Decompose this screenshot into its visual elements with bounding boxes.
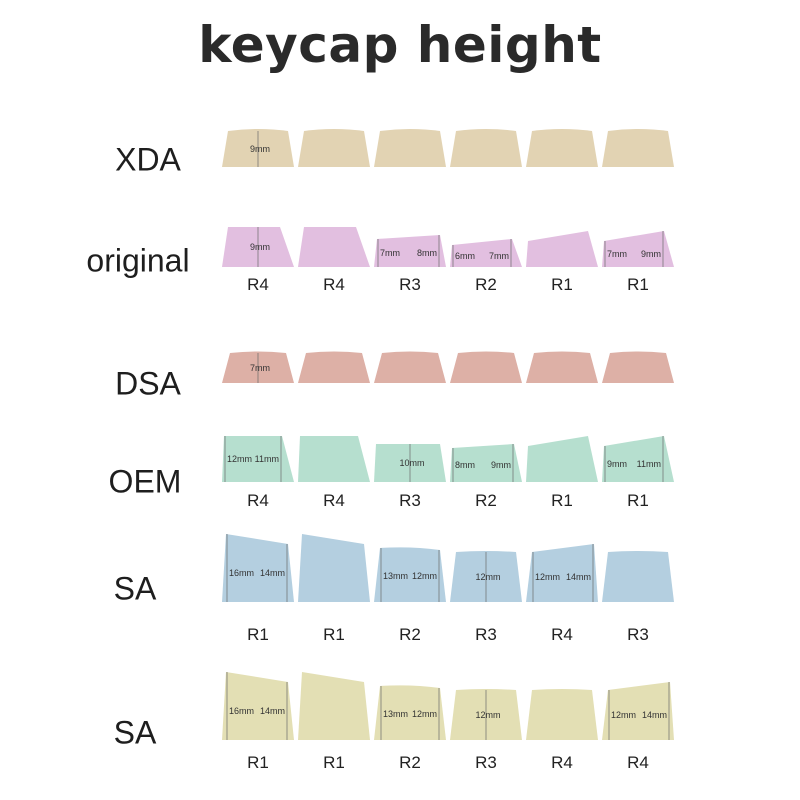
page-title: keycap height — [198, 16, 602, 74]
row-tag: R1 — [627, 275, 649, 294]
profile-label: DSA — [115, 365, 181, 401]
dimension-label: 12mm — [535, 572, 560, 582]
keycap — [602, 551, 674, 602]
keycap — [526, 436, 598, 482]
dimension-label: 14mm — [566, 572, 591, 582]
profile-label: SA — [114, 714, 157, 750]
keycap — [298, 227, 370, 267]
dimension-label: 9mm — [641, 249, 661, 259]
keycap — [526, 129, 598, 167]
keycap — [602, 682, 674, 740]
keycap — [526, 231, 598, 267]
row-tag: R1 — [247, 753, 269, 772]
keycap — [222, 672, 294, 740]
keycap — [374, 235, 446, 267]
dimension-label: 12mm — [412, 709, 437, 719]
keycap — [298, 534, 370, 602]
row-tag: R4 — [323, 275, 345, 294]
dimension-label: 10mm — [399, 458, 424, 468]
row-tag: R1 — [247, 625, 269, 644]
dimension-label: 7mm — [489, 251, 509, 261]
dimension-label: 7mm — [607, 249, 627, 259]
row-tag: R1 — [323, 625, 345, 644]
keycap — [298, 351, 370, 383]
keycap — [374, 129, 446, 167]
dimension-label: 12mm — [475, 572, 500, 582]
keycap — [222, 534, 294, 602]
keycap — [526, 689, 598, 740]
row-tag: R3 — [399, 275, 421, 294]
row-tag: R2 — [399, 625, 421, 644]
profile-row-2: DSA 7mm — [115, 351, 674, 401]
row-tag: R1 — [323, 753, 345, 772]
row-tag: R2 — [475, 491, 497, 510]
row-tag: R1 — [551, 491, 573, 510]
row-tag: R1 — [551, 275, 573, 294]
row-tag: R3 — [399, 491, 421, 510]
keycap — [450, 444, 522, 482]
row-tag: R3 — [475, 753, 497, 772]
keycap — [374, 547, 446, 602]
row-tag: R4 — [247, 275, 269, 294]
keycap — [602, 231, 674, 267]
dimension-label: 14mm — [642, 710, 667, 720]
dimension-label: 12mm — [475, 710, 500, 720]
row-tag: R4 — [247, 491, 269, 510]
keycap — [602, 351, 674, 383]
dimension-label: 9mm — [250, 242, 270, 252]
keycap — [602, 436, 674, 482]
profile-label: SA — [114, 570, 157, 606]
row-tag: R3 — [627, 625, 649, 644]
row-tag: R4 — [551, 753, 573, 772]
dimension-label: 9mm — [491, 460, 511, 470]
dimension-label: 9mm — [250, 144, 270, 154]
dimension-label: 16mm — [229, 706, 254, 716]
dimension-label: 12mm — [227, 454, 252, 464]
keycap — [298, 672, 370, 740]
dimension-label: 13mm — [383, 709, 408, 719]
dimension-label: 13mm — [383, 571, 408, 581]
profile-label: original — [86, 242, 189, 278]
dimension-label: 12mm — [611, 710, 636, 720]
keycap — [298, 436, 370, 482]
profile-label: XDA — [115, 141, 181, 177]
profile-row-0: XDA 9mm — [115, 129, 674, 177]
keycap — [222, 436, 294, 482]
profile-label: OEM — [109, 463, 182, 499]
keycap — [450, 351, 522, 383]
keycap — [526, 544, 598, 602]
row-tag: R4 — [551, 625, 573, 644]
row-tag: R4 — [627, 753, 649, 772]
dimension-label: 14mm — [260, 706, 285, 716]
keycap — [374, 685, 446, 740]
row-tag: R1 — [627, 491, 649, 510]
keycap — [298, 129, 370, 167]
dimension-label: 14mm — [260, 568, 285, 578]
row-tag: R2 — [399, 753, 421, 772]
dimension-label: 9mm — [607, 459, 627, 469]
dimension-label: 8mm — [417, 248, 437, 258]
keycap — [450, 239, 522, 267]
keycap — [526, 351, 598, 383]
keycap — [450, 129, 522, 167]
dimension-label: 12mm — [412, 571, 437, 581]
dimension-label: 8mm — [455, 460, 475, 470]
keycap — [602, 129, 674, 167]
row-tag: R3 — [475, 625, 497, 644]
dimension-label: 7mm — [380, 248, 400, 258]
row-tag: R2 — [475, 275, 497, 294]
dimension-label: 16mm — [229, 568, 254, 578]
dimension-label: 11mm — [255, 454, 279, 464]
dimension-label: 6mm — [455, 251, 475, 261]
keycap — [374, 351, 446, 383]
row-tag: R4 — [323, 491, 345, 510]
dimension-label: 7mm — [250, 363, 270, 373]
dimension-label: 11mm — [637, 459, 661, 469]
